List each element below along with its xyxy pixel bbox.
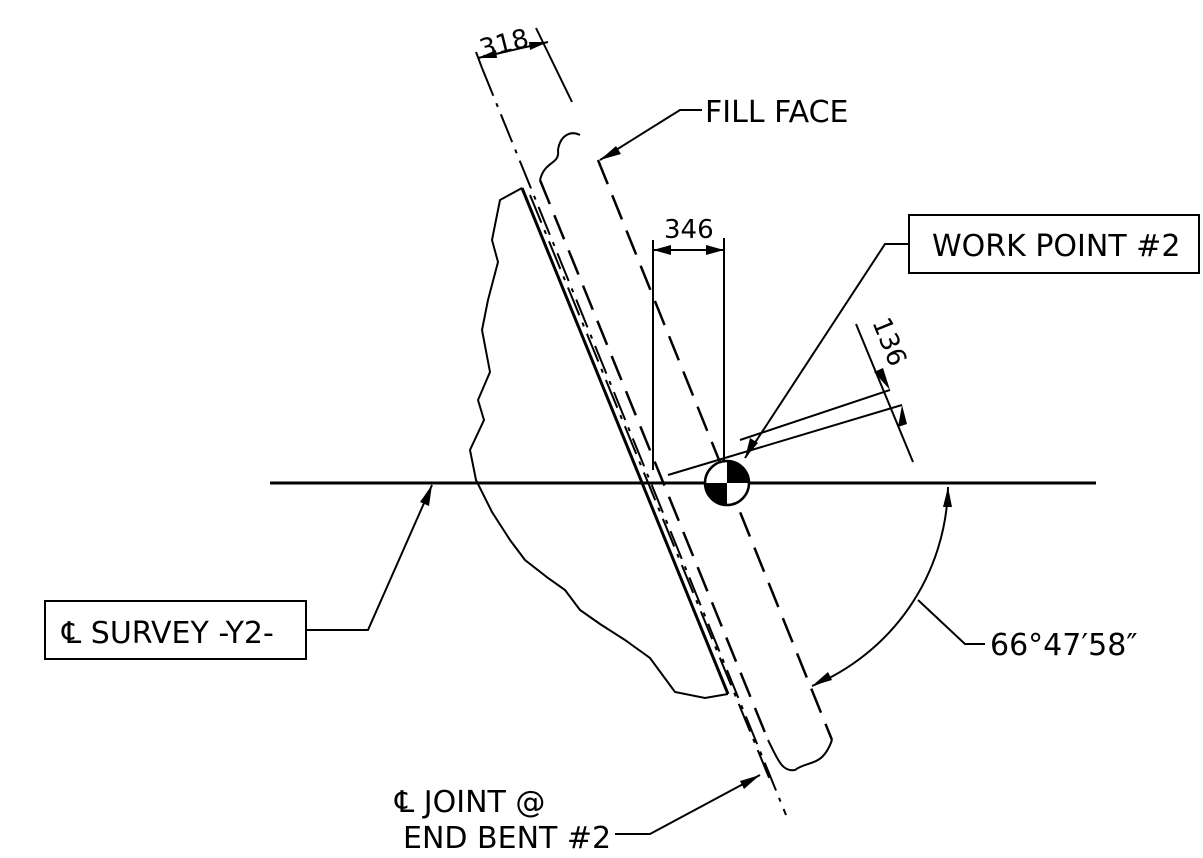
- dim-346-arrow-right: [706, 245, 724, 255]
- fill-face-leader-arrow: [600, 146, 621, 160]
- dashed-line-inner: [538, 179, 770, 741]
- joint-leader: [615, 774, 761, 835]
- dim-318-text: 318: [476, 24, 531, 65]
- bottom-break-line: [767, 739, 833, 772]
- survey-label-box: [44, 600, 307, 660]
- dim-136-ext-upper: [739, 389, 891, 441]
- dim-318-arrow-right: [529, 42, 548, 50]
- work-point-symbol: [703, 459, 751, 507]
- survey-leader-arrow: [420, 485, 432, 506]
- joint-centerline-parallel: [529, 194, 771, 781]
- joint-leader-arrow: [740, 775, 760, 789]
- dim-346-text: 346: [664, 215, 714, 245]
- work-point-leader-arrow: [745, 438, 758, 458]
- dim-318-ext-right: [535, 27, 573, 103]
- dim-318-ext-left: [475, 51, 483, 69]
- structure-face-line: [520, 187, 730, 695]
- skew-angle-arc: [811, 486, 949, 687]
- work-point-leader: [744, 243, 909, 459]
- skew-angle-label: 66°47′58″: [990, 628, 1138, 663]
- survey-label: ℄ SURVEY -Y2-: [61, 616, 274, 651]
- dim-318-arrow-left: [478, 50, 497, 58]
- fill-face-leader: [599, 109, 702, 161]
- joint-label-line2: END BENT #2: [403, 821, 611, 856]
- survey-leader: [306, 484, 433, 631]
- skew-angle-leader: [917, 599, 985, 645]
- dim-136-arrow-upper: [874, 368, 890, 390]
- fill-face-label: FILL FACE: [705, 95, 848, 130]
- skew-angle-arrow-top: [943, 487, 952, 507]
- top-break-line: [539, 132, 581, 181]
- work-point-label: WORK POINT #2: [932, 229, 1180, 264]
- dashed-line-fill-face: [596, 159, 834, 741]
- dim-136-line: [855, 323, 914, 463]
- work-point-label-box: [908, 214, 1200, 274]
- fill-break-boundary: [468, 187, 729, 700]
- dim-136-arrow-lower: [898, 405, 907, 427]
- joint-centerline: [481, 67, 787, 816]
- dim-136-ext-lower: [667, 404, 903, 476]
- dim-346-arrow-left: [653, 245, 671, 255]
- joint-label-line1: ℄ JOINT @: [394, 785, 545, 820]
- skew-angle-arrow-bottom: [812, 672, 832, 686]
